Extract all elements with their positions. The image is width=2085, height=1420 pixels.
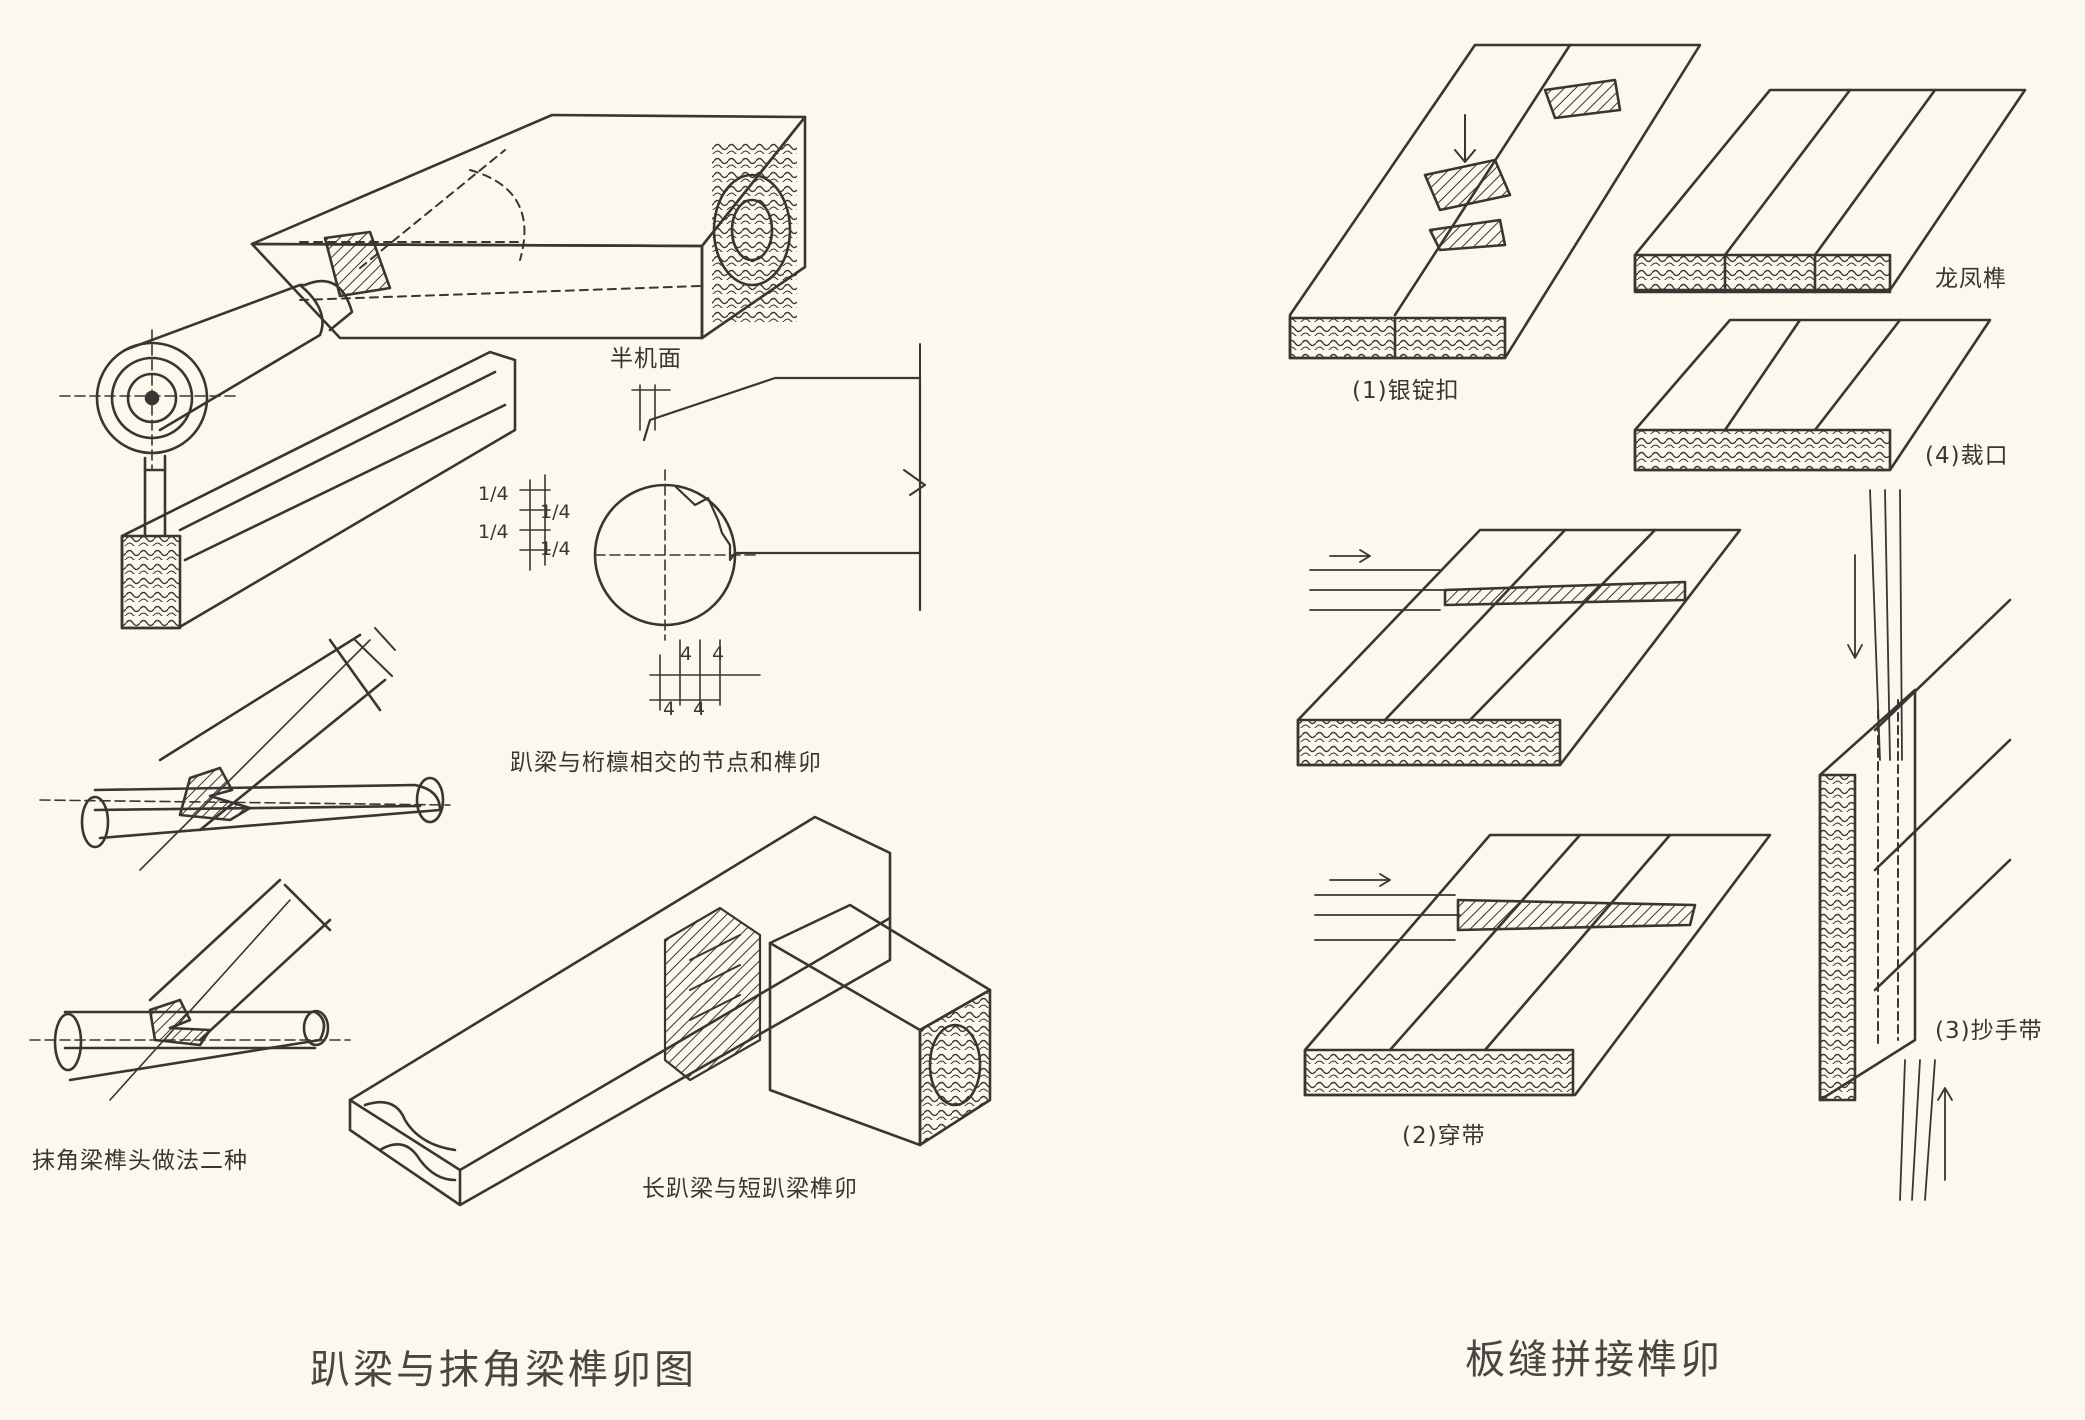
pa-beam-end-ring — [712, 173, 792, 287]
pa-beam-side-face — [250, 242, 704, 340]
through-band-caption: (2)穿带 — [1402, 1123, 1486, 1149]
rabbet-joint-figure — [1633, 318, 1992, 472]
dimension-label-5: 4 — [680, 643, 693, 665]
dimension-label-6: 4 — [712, 643, 725, 665]
hand-band-figure — [1818, 489, 2012, 1201]
cross-section-detail — [519, 343, 926, 711]
corner-beam-figure-a — [39, 627, 451, 871]
long-short-beam-figure — [348, 815, 992, 1207]
dimension-label-4: 1/4 — [540, 538, 571, 560]
silver-ingot-joint-figure — [1288, 43, 1702, 360]
silver-ingot-caption: (1)银锭扣 — [1352, 378, 1460, 404]
pa-beam-end-grain — [712, 140, 797, 325]
corner-beam-caption: 抹角梁榫头做法二种 — [32, 1148, 248, 1174]
rabbet-caption: (4)裁口 — [1925, 443, 2009, 469]
dimension-label-2: 1/4 — [540, 501, 571, 523]
dragon-phoenix-joint-figure — [1633, 88, 2027, 294]
main-joint-caption: 趴梁与桁檩相交的节点和榫卯 — [510, 750, 822, 776]
corner-beam-figure-b — [29, 878, 351, 1101]
left-panel-title: 趴梁与抹角梁榫卯图 — [310, 1347, 697, 1393]
through-band-figure-a — [1296, 528, 1742, 767]
right-panel-title: 板缝拼接榫卯 — [1465, 1337, 1723, 1383]
hand-band-caption: (3)抄手带 — [1935, 1018, 2043, 1044]
dimension-label-3: 1/4 — [478, 521, 509, 543]
ridge-beam-joint-figure — [59, 113, 807, 630]
half-face-label: 半机面 — [610, 346, 682, 372]
dimension-label-1: 1/4 — [478, 483, 509, 505]
dimension-label-8: 4 — [693, 698, 706, 720]
dragon-phoenix-caption: 龙凤榫 — [1935, 266, 2007, 292]
dimension-label-7: 4 — [663, 698, 676, 720]
long-beam-top — [348, 815, 892, 1172]
long-short-beam-caption: 长趴梁与短趴梁榫卯 — [642, 1176, 858, 1202]
through-band-figure-b — [1303, 833, 1772, 1097]
